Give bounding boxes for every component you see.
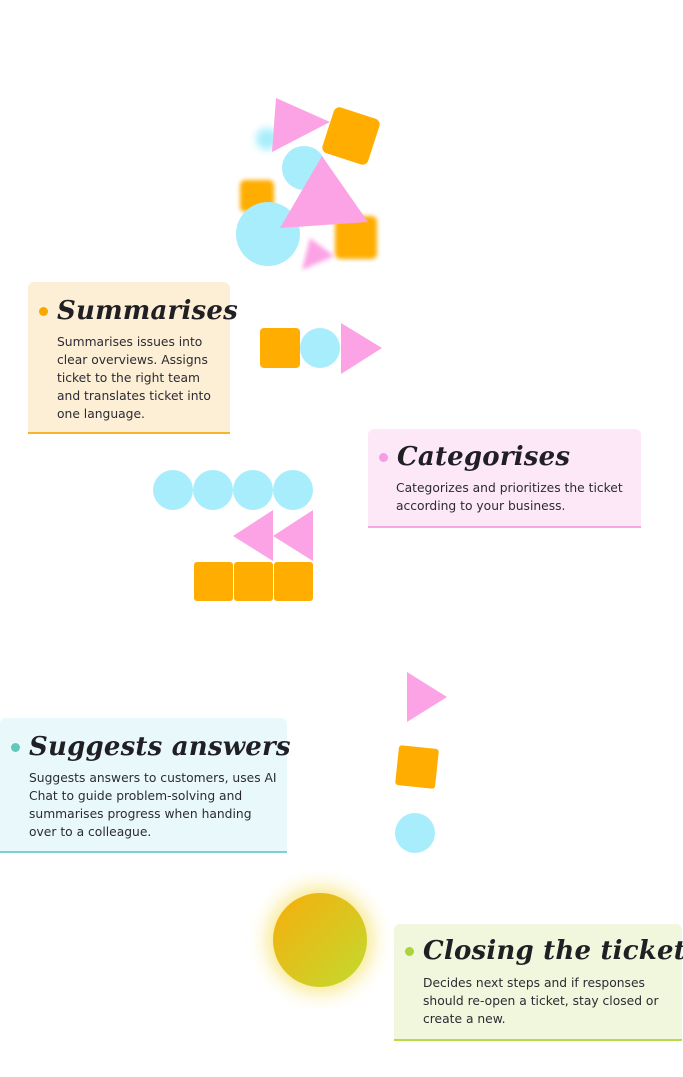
circle-shape (153, 470, 193, 510)
card-title: Suggests answers (29, 732, 291, 762)
card-description: Categorizes and prioritizes the ticket a… (396, 481, 623, 513)
square-shape (335, 216, 377, 259)
triangle-shape (233, 510, 273, 561)
card-description: Decides next steps and if responses shou… (423, 976, 659, 1026)
square-shape (234, 562, 273, 601)
card-description: Summarises issues into clear overviews. … (57, 335, 211, 421)
bullet-dot-icon (11, 742, 20, 752)
circle-shape (395, 813, 435, 853)
card-title: Closing the ticket (423, 936, 683, 966)
card-description: Suggests answers to customers, uses AI C… (29, 771, 277, 839)
triangle-shape (273, 510, 313, 561)
square-shape (274, 562, 313, 601)
triangle-shape (341, 323, 382, 374)
step-card-closing-ticket: Closing the ticket Decides next steps an… (394, 924, 683, 1041)
square-shape (322, 107, 380, 165)
circle-shape (273, 470, 313, 510)
shape-row-1 (260, 323, 382, 374)
glowing-sun-circle (268, 888, 372, 992)
triangle-shape (272, 98, 330, 152)
square-shape (194, 562, 233, 601)
square-shape (395, 745, 439, 789)
triangle-shape (407, 672, 447, 722)
step-card-summarises: Summarises Summarises issues into clear … (28, 282, 238, 434)
triangle-shape (302, 238, 334, 270)
card-header: Categorises (379, 442, 570, 472)
card-title: Categorises (397, 442, 571, 472)
card-header: Summarises (39, 296, 238, 326)
shape-column (395, 672, 447, 853)
triangle-shape (280, 156, 368, 228)
step-card-suggests-answers: Suggests answers Suggests answers to cus… (0, 718, 291, 853)
circle-shape (256, 128, 278, 150)
step-card-categorises: Categorises Categorizes and prioritizes … (368, 429, 641, 528)
circle-shape (233, 470, 273, 510)
card-header: Closing the ticket (405, 936, 683, 966)
card-title: Summarises (57, 296, 238, 326)
circle-shape (300, 328, 340, 368)
card-header: Suggests answers (11, 732, 291, 762)
scattered-shapes-cluster (236, 98, 380, 270)
bullet-dot-icon (39, 306, 48, 316)
circle-shape (236, 202, 300, 266)
circle-shape (193, 470, 233, 510)
bullet-dot-icon (379, 452, 388, 462)
bullet-dot-icon (405, 946, 414, 956)
shape-grid (153, 470, 313, 601)
square-shape (260, 328, 300, 368)
